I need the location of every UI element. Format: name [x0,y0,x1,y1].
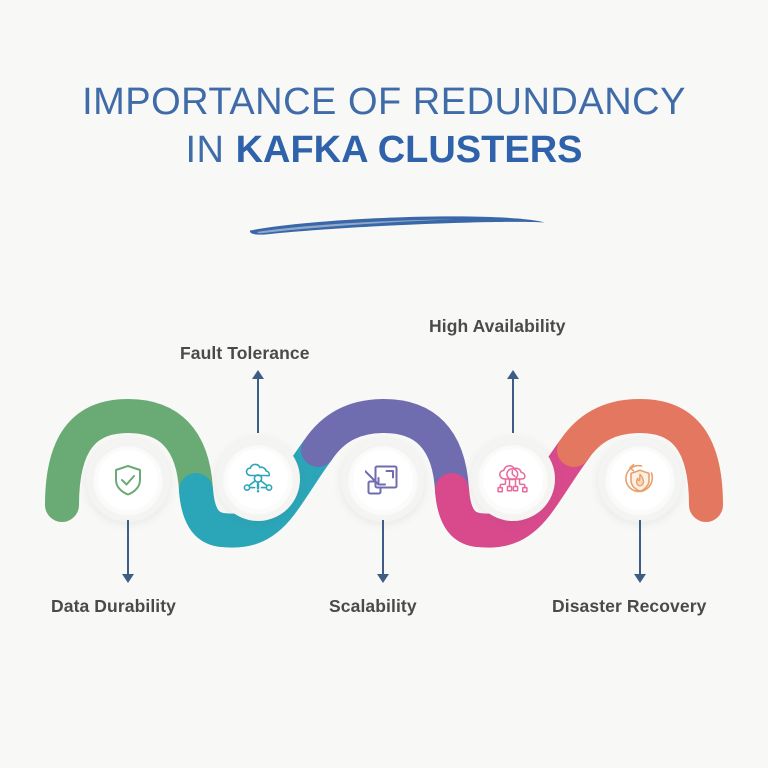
node-fault-tolerance[interactable] [216,437,300,521]
node-ring-core [228,449,288,509]
label-high-availability: High Availability [429,316,566,336]
resize-expand-icon [365,465,398,495]
node-data-durability[interactable] [86,438,170,522]
shield-flame-restore-icon [625,463,654,493]
connector-arrow-high-availability [507,370,519,433]
connector-arrow-disaster-recovery [634,520,646,583]
node-scalability[interactable] [341,438,425,522]
node-disaster-recovery[interactable] [598,438,682,522]
wave-ribbon [45,398,723,548]
cloud-network-alert-icon [243,463,273,493]
connector-arrow-data-durability [122,520,134,583]
title-line-2-prefix: IN [185,128,236,171]
wave-segment-pink [435,433,591,548]
title-line-1: IMPORTANCE OF REDUNDANCY [82,81,686,123]
node-ring-core [483,449,543,509]
node-ring-core [98,450,158,510]
brush-stroke-swoosh-icon [249,216,545,235]
page-title: IMPORTANCE OF REDUNDANCY IN KAFKA CLUSTE… [0,80,768,176]
label-fault-tolerance: Fault Tolerance [180,343,310,363]
wave-segment-coral [557,398,723,522]
connector-arrow-fault-tolerance [252,370,264,433]
connector-arrow-scalability [377,520,389,583]
wave-segment-teal [179,433,335,548]
title-line-2: IN KAFKA CLUSTERS [0,125,768,176]
node-ring-core [610,450,670,510]
shield-check-icon [115,465,141,496]
node-high-availability[interactable] [471,437,555,521]
label-disaster-recovery: Disaster Recovery [552,596,707,616]
label-data-durability: Data Durability [51,596,176,616]
cloud-clock-network-icon [497,465,528,493]
node-ring-core [353,450,413,510]
title-line-2-strong: KAFKA CLUSTERS [235,128,583,171]
label-scalability: Scalability [329,596,417,616]
